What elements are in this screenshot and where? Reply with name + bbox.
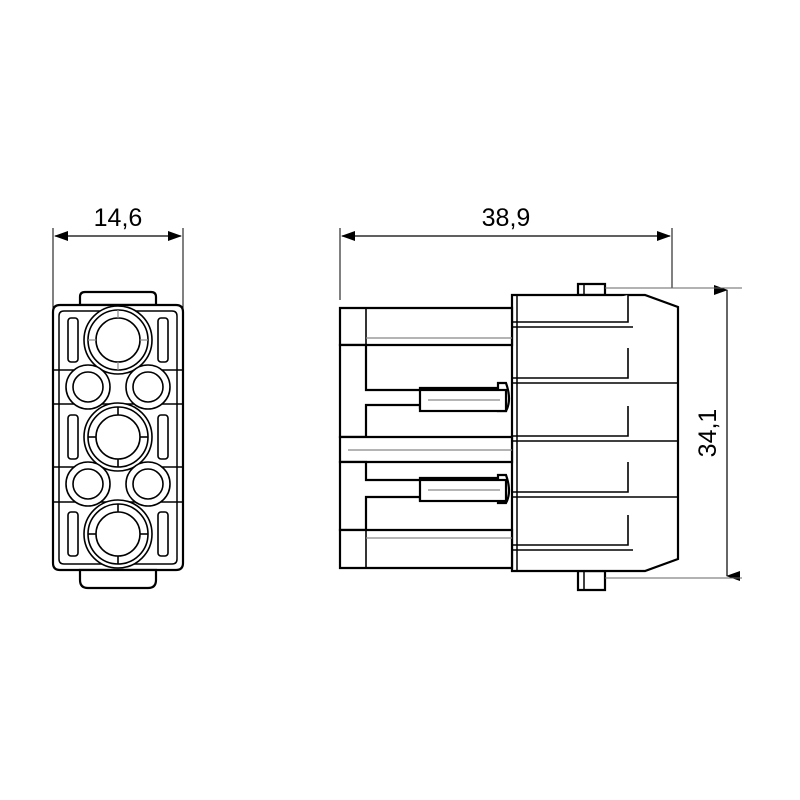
small-contact-1-bore [72, 371, 104, 403]
large-contact-1-notches [88, 310, 148, 370]
retention-tab-top [576, 282, 607, 297]
slot-left-3 [67, 511, 79, 557]
slot-right-3 [157, 511, 169, 557]
dimension-label-length: 38,9 [482, 204, 531, 232]
front-view: 14,6 [51, 204, 185, 590]
band-step-1 [512, 295, 629, 323]
retention-tab-bottom [576, 569, 607, 592]
slot-left-1 [67, 317, 79, 363]
slot-left-2 [67, 414, 79, 460]
large-contact-3-bore [95, 511, 141, 557]
chamfer-top-right [644, 294, 679, 308]
band-step-3 [512, 406, 629, 437]
band-step-4 [512, 462, 629, 493]
side-view: 38,9 34,1 [338, 204, 742, 592]
small-contact-4-bore [132, 468, 164, 500]
large-contact-2-notches [88, 407, 148, 467]
contact-pin-5 [338, 528, 514, 570]
slot-right-1 [157, 317, 169, 363]
contact-row-2 [65, 364, 171, 410]
dimension-label-height: 34,1 [694, 409, 722, 458]
dimension-label-width: 14,6 [94, 204, 143, 232]
contact-row-1 [67, 305, 169, 375]
small-contact-2-bore [132, 371, 164, 403]
chamfer-bottom-right [644, 558, 679, 572]
slot-right-2 [157, 414, 169, 460]
contact-row-5 [67, 499, 169, 569]
contact-row-4 [65, 461, 171, 507]
large-contact-2-bore [95, 414, 141, 460]
contact-row-3 [67, 402, 169, 472]
housing-band-separators [512, 295, 678, 551]
top-mounting-tab [78, 290, 158, 307]
contact-pin-1 [338, 306, 514, 347]
band-step-5 [512, 515, 629, 546]
band-step-2 [512, 348, 629, 379]
module-body-inner-rim [58, 310, 178, 565]
large-contact-1-bore [95, 317, 141, 363]
bottom-mounting-tab [78, 568, 158, 590]
large-contact-3-notches [88, 504, 148, 564]
small-contact-3-bore [72, 468, 104, 500]
